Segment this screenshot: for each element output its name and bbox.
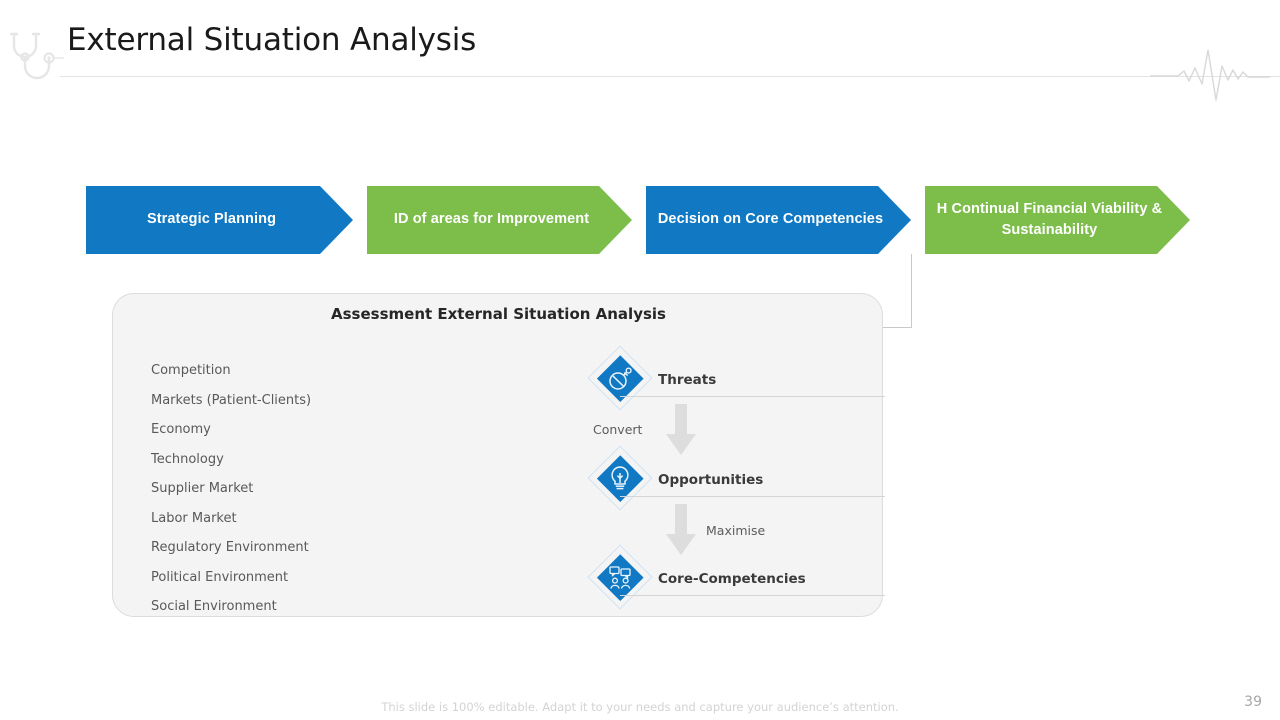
page-title: External Situation Analysis <box>67 22 477 58</box>
list-item: Technology <box>151 451 224 467</box>
external-factor-list: Competition Markets (Patient-Clients) Ec… <box>151 356 451 622</box>
flow-underline <box>620 496 885 497</box>
diamond-badge[interactable] <box>586 543 654 611</box>
header-divider <box>60 76 1280 77</box>
list-item: Economy <box>151 422 211 437</box>
list-item: Regulatory Environment <box>151 540 309 555</box>
team-presentation-icon <box>586 543 654 611</box>
chevron-to-card-connector <box>880 254 912 328</box>
chevron-label: Decision on Core Competencies <box>657 211 884 228</box>
list-item: Political Environment <box>151 569 289 585</box>
list-item: Social Environment <box>151 599 277 614</box>
chevron-label: Strategic Planning <box>146 211 277 228</box>
assessment-card: Assessment External Situation Analysis C… <box>112 293 885 617</box>
down-arrow-icon <box>663 504 699 560</box>
flow-underline <box>620 396 885 397</box>
threats-opportunities-flow: Threats Convert <box>508 334 885 610</box>
card-title: Assessment External Situation Analysis <box>331 305 666 323</box>
ekg-heartbeat-icon <box>1150 46 1270 104</box>
stethoscope-icon <box>6 30 64 92</box>
down-arrow-icon <box>663 404 699 460</box>
page-number: 39 <box>1244 694 1262 710</box>
flow-stage-label: Opportunities <box>658 472 764 488</box>
connector-horizontal-line <box>880 326 912 328</box>
chevron-label: H Continual Financial Viability & Sustai… <box>936 200 1163 238</box>
process-chevron-id-of-areas-for-improvement[interactable]: ID of areas for Improvement <box>367 186 632 254</box>
chevron-label: ID of areas for Improvement <box>393 211 590 228</box>
flow-stage-label: Core-Competencies <box>658 571 806 587</box>
bomb-icon <box>586 344 654 412</box>
process-chevron-decision-on-core-competencies[interactable]: Decision on Core Competencies <box>646 186 911 254</box>
transition-label-maximise: Maximise <box>706 523 766 538</box>
list-item: Supplier Market <box>151 481 254 496</box>
slide-header: External Situation Analysis <box>0 0 1280 101</box>
flow-stage-label: Threats <box>658 372 717 388</box>
connector-vertical-line <box>910 254 912 327</box>
diamond-badge[interactable] <box>586 344 654 412</box>
list-item: Labor Market <box>151 510 237 526</box>
editable-note: This slide is 100% editable. Adapt it to… <box>381 700 899 714</box>
flow-stage-threats: Threats <box>508 344 885 412</box>
flow-stage-core-competencies: Core-Competencies <box>508 543 885 611</box>
process-chevron-continual-financial-viability[interactable]: H Continual Financial Viability & Sustai… <box>925 186 1190 254</box>
lightbulb-icon <box>586 444 654 512</box>
flow-underline <box>620 595 885 596</box>
flow-stage-opportunities: Opportunities <box>508 444 885 512</box>
list-item: Markets (Patient-Clients) <box>151 392 312 408</box>
diamond-badge[interactable] <box>586 444 654 512</box>
list-item: Competition <box>151 363 231 378</box>
process-chevron-strategic-planning[interactable]: Strategic Planning <box>86 186 353 254</box>
transition-label-convert: Convert <box>593 422 643 437</box>
